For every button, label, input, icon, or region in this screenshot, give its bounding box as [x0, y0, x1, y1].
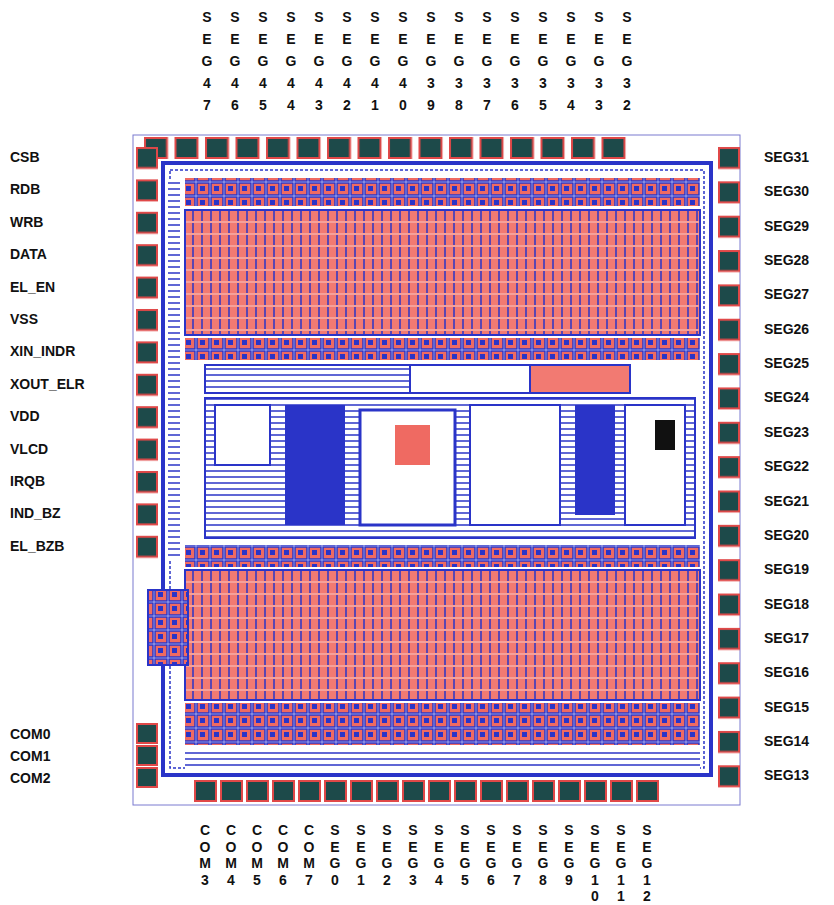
pin-label: SEG2 — [380, 822, 394, 888]
pin-label: SEG19 — [764, 561, 809, 577]
pin-label: SEG3 — [406, 822, 420, 888]
pin-label: CSB — [10, 149, 40, 165]
pin-label: XOUT_ELR — [10, 376, 85, 392]
pin-label: COM5 — [250, 822, 264, 888]
pin-label: SEG32 — [620, 6, 634, 116]
pin-label: SEG38 — [452, 6, 466, 116]
pin-label: SEG40 — [396, 6, 410, 116]
pin-label: SEG15 — [764, 699, 809, 715]
pin-label: SEG22 — [764, 458, 809, 474]
pin-label: COM6 — [276, 822, 290, 888]
pin-label: SEG14 — [764, 733, 809, 749]
pin-label: SEG0 — [328, 822, 342, 888]
pin-label: SEG35 — [536, 6, 550, 116]
pin-label: SEG27 — [764, 286, 809, 302]
pin-label: VDD — [10, 408, 40, 424]
pin-label: SEG13 — [764, 767, 809, 783]
pin-label: WRB — [10, 214, 43, 230]
pin-label: SEG47 — [200, 6, 214, 116]
pin-label: SEG29 — [764, 218, 809, 234]
pin-label: SEG26 — [764, 321, 809, 337]
pin-label: SEG25 — [764, 355, 809, 371]
pin-label: SEG39 — [424, 6, 438, 116]
pin-label: COM2 — [10, 770, 50, 786]
pin-label: COM3 — [198, 822, 212, 888]
pin-label: SEG1 — [354, 822, 368, 888]
pin-label: SEG31 — [764, 149, 809, 165]
pin-label: EL_BZB — [10, 538, 64, 554]
pin-label: SEG10 — [588, 822, 602, 905]
pin-label: COM0 — [10, 726, 50, 742]
pin-label: SEG37 — [480, 6, 494, 116]
pin-label: XIN_INDR — [10, 343, 75, 359]
pin-label: SEG11 — [614, 822, 628, 905]
pin-label: COM4 — [224, 822, 238, 888]
pin-label: SEG18 — [764, 596, 809, 612]
pin-label: SEG8 — [536, 822, 550, 888]
pin-label: SEG45 — [256, 6, 270, 116]
pin-label: SEG24 — [764, 389, 809, 405]
pin-label: IRQB — [10, 473, 45, 489]
pin-label: SEG12 — [640, 822, 654, 905]
pin-label: SEG4 — [432, 822, 446, 888]
pin-label: SEG21 — [764, 493, 809, 509]
pin-label: SEG33 — [592, 6, 606, 116]
pin-label: VLCD — [10, 441, 48, 457]
pin-label: SEG16 — [764, 664, 809, 680]
pin-label: COM7 — [302, 822, 316, 888]
pin-label: SEG36 — [508, 6, 522, 116]
pin-label: VSS — [10, 311, 38, 327]
pin-label: SEG9 — [562, 822, 576, 888]
pin-label: COM1 — [10, 748, 50, 764]
pin-label: RDB — [10, 181, 40, 197]
pin-label: SEG5 — [458, 822, 472, 888]
pin-label: SEG43 — [312, 6, 326, 116]
pin-label: SEG44 — [284, 6, 298, 116]
pin-label: SEG46 — [228, 6, 242, 116]
pin-label: DATA — [10, 246, 47, 262]
pin-label: SEG28 — [764, 252, 809, 268]
pin-label: SEG20 — [764, 527, 809, 543]
pin-label: SEG6 — [484, 822, 498, 888]
pin-label: SEG30 — [764, 183, 809, 199]
pin-label: SEG41 — [368, 6, 382, 116]
pin-label: SEG42 — [340, 6, 354, 116]
pin-label: IND_BZ — [10, 505, 61, 521]
pin-label: EL_EN — [10, 279, 55, 295]
pin-label: SEG34 — [564, 6, 578, 116]
pin-label: SEG23 — [764, 424, 809, 440]
pin-label: SEG7 — [510, 822, 524, 888]
pin-label: SEG17 — [764, 630, 809, 646]
